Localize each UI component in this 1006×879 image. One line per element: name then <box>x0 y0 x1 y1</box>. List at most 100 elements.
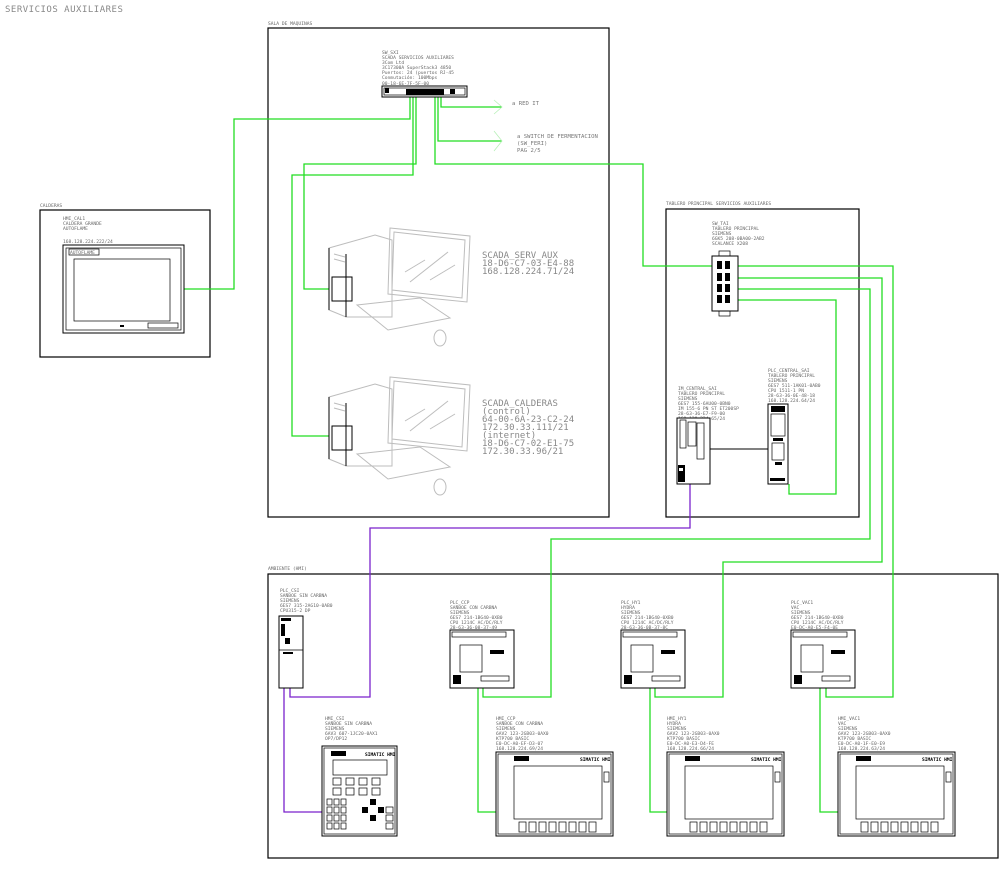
wire-tai-vac1 <box>738 265 894 598</box>
numeric-key <box>326 814 333 822</box>
function-key <box>759 821 768 833</box>
offpage-sw-ferm[interactable]: a SWITCH DE FERMENTACION (SW_FERI) PAG 2… <box>493 130 601 154</box>
function-key <box>588 821 597 833</box>
plc-ccp[interactable]: PLC_CCP SAÑBOE CON CARBNA SIEMENS 6ES7 2… <box>449 600 515 689</box>
function-key <box>860 821 869 833</box>
function-key <box>880 821 889 833</box>
area-label: CALDERAS <box>40 203 62 209</box>
network-switch-icon <box>381 85 468 98</box>
numeric-key <box>326 806 333 814</box>
hmi-calderas[interactable]: HMI_CAL1 CALDERA GRANDE AUTOFLAME 168.12… <box>62 216 185 334</box>
function-key <box>371 777 381 786</box>
wire-sxi-sw-tai <box>434 97 714 267</box>
numeric-key <box>340 798 347 806</box>
function-key <box>920 821 929 833</box>
plc-csi[interactable]: PLC_CSI SAÑBOE SIN CARBNA SIEMENS 6ES7 3… <box>278 588 335 689</box>
offpage-red-it[interactable]: a RED IT <box>493 99 540 115</box>
function-key <box>371 787 381 796</box>
wire-plc-csi-hmi-csi <box>283 688 322 813</box>
desktop-computer-icon <box>328 227 471 347</box>
numeric-key <box>326 798 333 806</box>
plc-module-icon <box>767 403 789 485</box>
numeric-key <box>340 806 347 814</box>
switch-sw-sxi[interactable]: SW_SXI SCADA SERVICIOS AUXILIARES 3Com L… <box>381 50 468 98</box>
wire-tai-plc-central <box>738 299 837 495</box>
panel-bezel <box>668 753 783 835</box>
area-frame <box>665 208 860 518</box>
wire-plc-ccp-hmi-ccp <box>477 688 496 813</box>
function-key <box>538 821 547 833</box>
function-key <box>910 821 919 833</box>
function-key <box>689 821 698 833</box>
side-port <box>774 771 781 783</box>
plc-module-icon <box>278 615 304 689</box>
plc-central-sai[interactable]: PLC_CENTRAL_SAI TABLERO PRINCIPAL SIEMEN… <box>767 368 823 485</box>
device-label: PLC_CENTRAL_SAI TABLERO PRINCIPAL SIEMEN… <box>768 368 823 404</box>
im-central-sai[interactable]: IM_CENTRAL_SAI TABLERO PRINCIPAL SIEMENS… <box>676 386 742 485</box>
network-switch-icon <box>711 250 739 317</box>
area-frame <box>267 27 610 518</box>
area-frame <box>267 573 999 859</box>
area-label: TABLERO PRINCIPAL SERVICIOS AUXILIARES <box>666 201 771 207</box>
model-label: SIMATIC HMI <box>922 757 953 763</box>
wire-vac1-down <box>825 598 894 698</box>
control-key <box>385 806 394 814</box>
offpage-arrow-icon <box>493 130 503 152</box>
wire-hy1-down <box>654 598 724 698</box>
device-label: SW_TAI TABLERO PRINCIPAL SIEMENS 6GK5 20… <box>712 221 767 247</box>
hmi-panel-icon: SIMATIC HMI <box>837 751 956 837</box>
function-key <box>568 821 577 833</box>
numeric-key <box>340 814 347 822</box>
function-key <box>332 787 342 796</box>
numeric-key <box>333 822 340 830</box>
plc-module-icon <box>620 629 686 689</box>
wire-sxi-hmi-cal <box>184 97 411 290</box>
hmi-csi[interactable]: HMI_CSI SAÑBOE SIN CARBNA SIEMENS 6AV3 6… <box>321 716 398 837</box>
function-key <box>729 821 738 833</box>
wire-sxi-scada-serv <box>291 97 414 437</box>
wire-tai-ccp <box>482 288 871 698</box>
function-key <box>548 821 557 833</box>
device-label: HMI_CCP SAÑBOE CON CARBNA SIEMENS 6AV2 1… <box>496 716 551 752</box>
link-label: a RED IT <box>512 101 540 107</box>
function-key <box>739 821 748 833</box>
function-key <box>870 821 879 833</box>
hmi-hy1[interactable]: HMI_HY1 HYDRA SIEMENS 6AV2 123-2GB03-0AX… <box>666 716 785 837</box>
wire-sw-ferm <box>437 97 502 142</box>
wire-plc-hy1-hmi-hy1 <box>649 688 667 813</box>
hmi-ccp[interactable]: HMI_CCP SAÑBOE CON CARBNA SIEMENS 6AV2 1… <box>495 716 614 837</box>
side-port <box>945 771 952 783</box>
device-label: PLC_CSI SAÑBOE SIN CARBNA SIEMENS 6ES7 3… <box>280 588 335 614</box>
offpage-arrow-icon <box>493 99 503 115</box>
wire-tai-hy1 <box>722 277 883 598</box>
panel-frame <box>495 751 614 837</box>
device-ip: 168.128.224.222/24 <box>63 239 113 245</box>
function-key <box>558 821 567 833</box>
pc-scada-calderas[interactable]: SCADA_CALDERAS (control) 64-00-6A-23-C2-… <box>328 376 580 496</box>
panel-bezel <box>839 753 954 835</box>
brand-logo <box>856 756 871 761</box>
switch-sw-tai[interactable]: SW_TAI TABLERO PRINCIPAL SIEMENS 6GK5 20… <box>711 221 767 317</box>
plc-hy1[interactable]: PLC_HY1 HYDRA SIEMENS 6ES7 214-1BG40-0XB… <box>620 600 686 689</box>
svg-text:SIMATIC HMI: SIMATIC HMI <box>365 752 396 758</box>
ethernet-wires <box>184 97 894 813</box>
plc-vac1[interactable]: PLC_VAC1 VAC SIEMENS 6ES7 214-1BG40-0XB0… <box>790 600 856 689</box>
numeric-key <box>333 814 340 822</box>
area-ambiente: AMBIENTE (HMI) <box>267 566 999 859</box>
screen <box>684 765 774 820</box>
function-key <box>930 821 939 833</box>
control-key <box>385 814 394 822</box>
hmi-panel-icon: AUTOFLAME <box>62 244 185 334</box>
pc-scada-serv-aux[interactable]: SCADA_SERV_AUX 18-D6-C7-03-E4-88 168.128… <box>328 227 580 347</box>
function-key <box>345 777 355 786</box>
function-key <box>332 777 342 786</box>
function-key <box>518 821 527 833</box>
svg-text:AUTOFLAME: AUTOFLAME <box>70 250 95 256</box>
hmi-vac1[interactable]: HMI_VAC1 VAC SIEMENS 6AV2 123-2GB03-0AX0… <box>837 716 956 837</box>
page-title: SERVICIOS AUXILIARES <box>5 5 123 15</box>
device-label: SW_SXI SCADA SERVICIOS AUXILIARES 3Com L… <box>382 50 457 81</box>
function-key <box>699 821 708 833</box>
function-key <box>578 821 587 833</box>
panel-frame <box>666 751 785 837</box>
wire-red-it <box>440 97 502 108</box>
